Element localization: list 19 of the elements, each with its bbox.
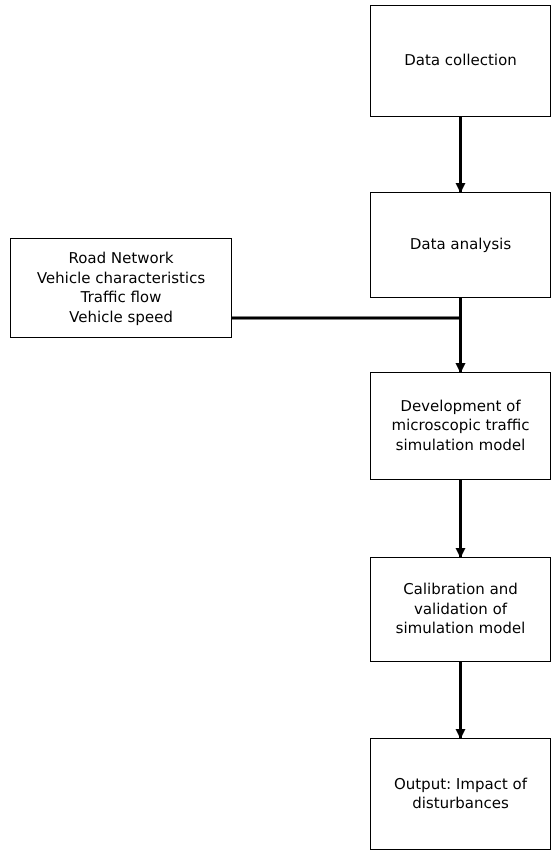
- box-text: Development of microscopic traffic simulation model: [390, 396, 530, 456]
- box-text: Traffic flow: [80, 288, 162, 308]
- box-text: Vehicle speed: [69, 308, 173, 327]
- arrow: [232, 316, 466, 373]
- process-box: [370, 372, 551, 480]
- process-box: [370, 5, 551, 117]
- arrow: [456, 662, 466, 739]
- box-text: Output: Impact of disturbances: [392, 774, 528, 814]
- box-text: Calibration and validation of simulation model: [394, 580, 526, 639]
- box-text: Data analysis: [410, 235, 512, 255]
- box-text: Data collection: [404, 51, 517, 71]
- box-text: Vehicle characteristics: [36, 268, 206, 288]
- process-box: [370, 557, 551, 662]
- arrow: [456, 480, 466, 558]
- box-text: Road Network: [68, 249, 174, 268]
- process-box: [370, 192, 551, 298]
- arrow: [456, 117, 466, 193]
- process-box: [370, 738, 551, 850]
- process-box: [10, 238, 232, 338]
